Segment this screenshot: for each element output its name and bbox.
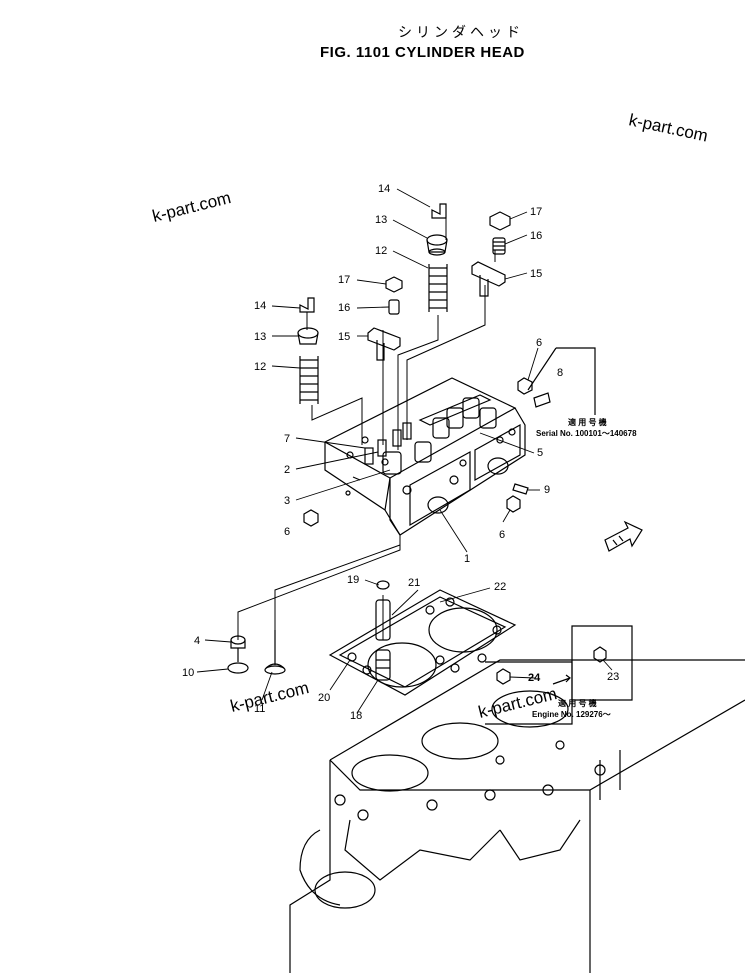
- part-14-left: [299, 297, 315, 313]
- title-japanese: シリンダヘッド: [398, 25, 524, 41]
- callout-1: 1: [464, 553, 470, 565]
- engine-block: [289, 659, 745, 973]
- engine-note-jp: 適 用 号 機: [558, 698, 597, 708]
- callout-16-upper: 16: [530, 230, 542, 242]
- part-18: [375, 649, 391, 681]
- part-12-left: [299, 356, 319, 404]
- leader-lines: [196, 188, 613, 714]
- cylinder-head-body: [323, 377, 526, 536]
- watermark-top-right: k-part.com: [627, 110, 709, 145]
- part-21: [375, 599, 391, 641]
- part-13-left: [297, 327, 319, 345]
- serial-note-jp: 適 用 号 機: [568, 417, 607, 427]
- serial-note: Serial No. 100101～140678: [536, 429, 637, 438]
- engine-note: Engine No. 129276～: [532, 710, 611, 719]
- callout-23: 23: [607, 671, 619, 683]
- part-14-upper: [431, 203, 447, 219]
- part-12-upper: [428, 264, 448, 312]
- part-17-upper: [489, 211, 511, 231]
- part-15-left: [367, 327, 401, 361]
- callout-5: 5: [537, 447, 543, 459]
- callout-3: 3: [284, 495, 290, 507]
- part-15-upper: [471, 261, 506, 297]
- part-24-arrow: [552, 674, 571, 685]
- callout-14-upper: 14: [378, 183, 390, 195]
- part-6-right: [506, 495, 521, 513]
- callout-12-left: 12: [254, 361, 266, 373]
- part-19: [376, 580, 390, 590]
- part-13-upper: [426, 234, 448, 256]
- callout-2: 2: [284, 464, 290, 476]
- part-8: [533, 392, 551, 408]
- part-10: [227, 648, 249, 674]
- callout-13-left: 13: [254, 331, 266, 343]
- callout-6-right: 6: [499, 529, 505, 541]
- part-16-upper: [492, 237, 506, 255]
- callout-20: 20: [318, 692, 330, 704]
- part-16-left: [388, 299, 400, 315]
- callout-17-upper: 17: [530, 206, 542, 218]
- callout-12-upper: 12: [375, 245, 387, 257]
- callout-6-left: 6: [284, 526, 290, 538]
- installed-valve-springs: [364, 394, 497, 475]
- part-24: [496, 668, 511, 685]
- head-gasket: [328, 589, 517, 696]
- watermark-left: k-part.com: [150, 188, 233, 226]
- callout-11: 11: [254, 703, 265, 715]
- variant-box-23: [571, 625, 633, 701]
- callout-9: 9: [544, 484, 550, 496]
- callout-4: 4: [194, 635, 200, 647]
- front-direction-arrow-icon: [604, 520, 643, 552]
- callout-22: 22: [494, 581, 506, 593]
- callout-14-left: 14: [254, 300, 266, 312]
- callout-17-left: 17: [338, 274, 350, 286]
- figure-title: FIG. 1101 CYLINDER HEAD: [320, 44, 525, 61]
- callout-24: 24: [528, 672, 541, 684]
- callout-19: 19: [347, 574, 359, 586]
- callout-7: 7: [284, 433, 290, 445]
- part-6-left: [303, 509, 319, 527]
- serial-bracket: [527, 347, 596, 415]
- part-9: [512, 483, 529, 495]
- callout-6-upper: 6: [536, 337, 542, 349]
- callout-8: 8: [557, 367, 563, 379]
- callout-15-left: 15: [338, 331, 350, 343]
- callout-16-left: 16: [338, 302, 350, 314]
- part-6-upper: [517, 377, 533, 395]
- callout-15-upper: 15: [530, 268, 542, 280]
- callout-13-upper: 13: [375, 214, 387, 226]
- callout-21: 21: [408, 577, 420, 589]
- watermark-bottom-left: k-part.com: [228, 678, 311, 716]
- callout-10: 10: [182, 667, 194, 679]
- callout-18: 18: [350, 710, 362, 722]
- part-11: [264, 630, 286, 675]
- guide-lines: [237, 218, 496, 640]
- part-17-left: [385, 276, 403, 293]
